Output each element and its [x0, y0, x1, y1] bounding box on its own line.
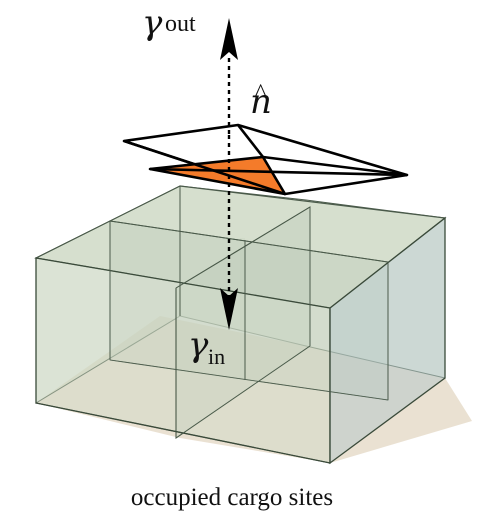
tile-diagonal-4: [262, 155, 408, 177]
arrow-head-up: [220, 18, 238, 60]
gamma-in-subscript: in: [208, 344, 225, 369]
top-divider-a: [109, 220, 389, 263]
cargo-box: [34, 185, 472, 465]
caption: occupied cargo sites: [131, 484, 333, 511]
floor-divider-b: [175, 345, 311, 439]
highlighted-triangle: [148, 155, 287, 196]
gamma-out-label: γ out: [142, 3, 196, 43]
gamma-out-subscript: out: [165, 11, 196, 37]
arrow-head-down: [220, 288, 238, 330]
n-hat-symbol: n: [250, 82, 272, 122]
gamma-in-symbol: γ: [188, 325, 209, 365]
floor-divider-a: [109, 359, 389, 401]
n-hat-accent: ^: [255, 80, 266, 106]
gamma-out-symbol: γ: [142, 3, 163, 43]
normal-arrow: [220, 18, 238, 330]
tile-diagonal-1: [123, 139, 286, 196]
tile: [122, 123, 409, 196]
top-divider-b: [175, 206, 311, 289]
tile-diagonal-2: [236, 124, 265, 158]
n-hat-label: n ^: [250, 80, 272, 122]
gamma-in-label: γ in: [188, 325, 225, 369]
partition-mid-right: [240, 238, 245, 380]
tile-diagonal-3: [149, 167, 408, 177]
